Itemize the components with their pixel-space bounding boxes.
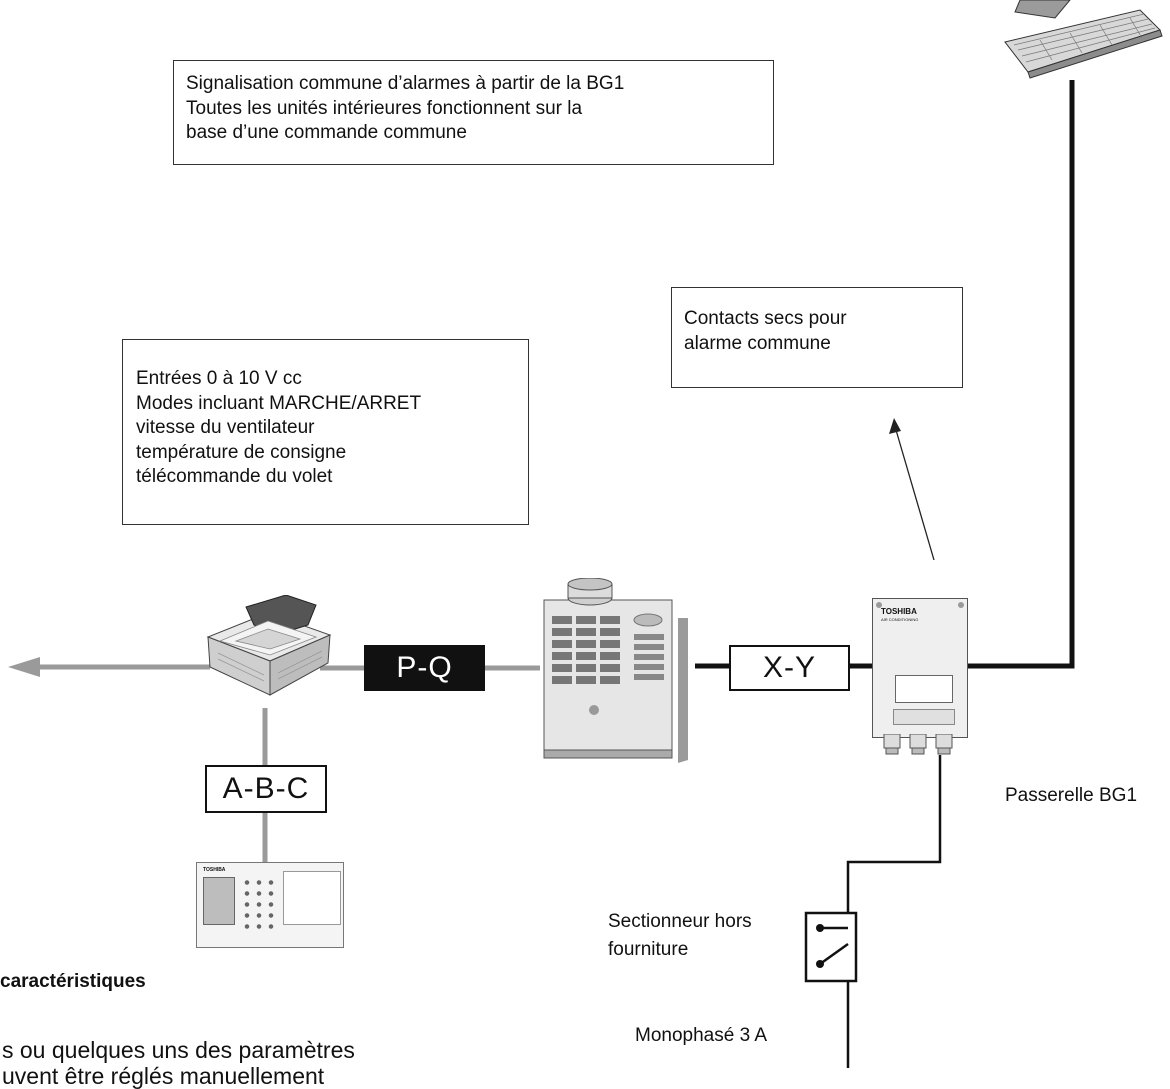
arrowhead-left — [8, 657, 40, 677]
note-line: Entrées 0 à 10 V cc — [136, 368, 302, 389]
tag-abc-bus: A-B-C — [205, 765, 327, 813]
features-body-cut-line: uvent être réglés manuellement — [2, 1063, 325, 1089]
remote-brand: TOSHIBA — [203, 867, 226, 873]
cassette-indoor-unit-icon — [206, 595, 332, 696]
gateway-label-plate — [893, 709, 955, 725]
isolator-label-line2: fourniture — [608, 939, 689, 960]
note-line: Toutes les unités intérieures fonctionne… — [186, 97, 583, 119]
gateway-cable-glands-icon — [883, 734, 953, 755]
power-line — [846, 755, 942, 928]
gateway-display-window — [895, 675, 953, 703]
note-inputs: Entrées 0 à 10 V cc Modes incluant MARCH… — [122, 339, 529, 525]
remote-button-grid — [241, 877, 277, 933]
pc-computer-icon — [1004, 0, 1163, 79]
note-line: Modes incluant MARCHE/ARRET — [136, 392, 422, 414]
features-heading: caractéristiques — [0, 971, 146, 992]
pointer-arrowhead — [889, 418, 901, 434]
note-line: télécommande du volet — [136, 466, 333, 487]
note-common-alarms: Signalisation commune d’alarmes à partir… — [173, 60, 774, 165]
gateway-brand: TOSHIBA — [881, 607, 917, 616]
note-dry-contacts: Contacts secs pour alarme commune — [671, 287, 963, 388]
power-label: Monophasé 3 A — [635, 1025, 768, 1046]
isolator-box — [804, 911, 858, 983]
isolator-label-line1: Sectionneur hors — [608, 911, 752, 932]
remote-flip-cover — [283, 871, 341, 925]
gateway-screw-tl — [876, 602, 882, 608]
note-line: Signalisation commune d’alarmes à partir… — [186, 73, 625, 94]
note-line: température de consigne — [136, 441, 347, 463]
pc-line — [960, 80, 1075, 669]
tag-pq-bus: P-Q — [364, 645, 485, 691]
tag-xy-bus: X-Y — [729, 645, 850, 691]
note-line: Contacts secs pour — [684, 308, 847, 329]
remote-lcd-screen — [203, 877, 235, 925]
gateway-subtitle: AIR CONDITIONING — [881, 617, 919, 622]
note-line: vitesse du ventilateur — [136, 417, 315, 438]
features-body-line: s ou quelques uns des paramètres — [2, 1037, 355, 1063]
isolator-switch-blade — [819, 942, 849, 966]
note-line: alarme commune — [684, 332, 831, 354]
pointer-arrow-line — [895, 429, 935, 561]
note-line: base d’une commande commune — [186, 122, 467, 143]
gateway-bg1-device: TOSHIBA AIR CONDITIONING — [872, 598, 968, 738]
gateway-screw-tr — [958, 602, 964, 608]
outdoor-unit-icon — [543, 578, 688, 763]
remote-controller-device: TOSHIBA — [196, 862, 344, 948]
gateway-label: Passerelle BG1 — [1005, 785, 1138, 806]
